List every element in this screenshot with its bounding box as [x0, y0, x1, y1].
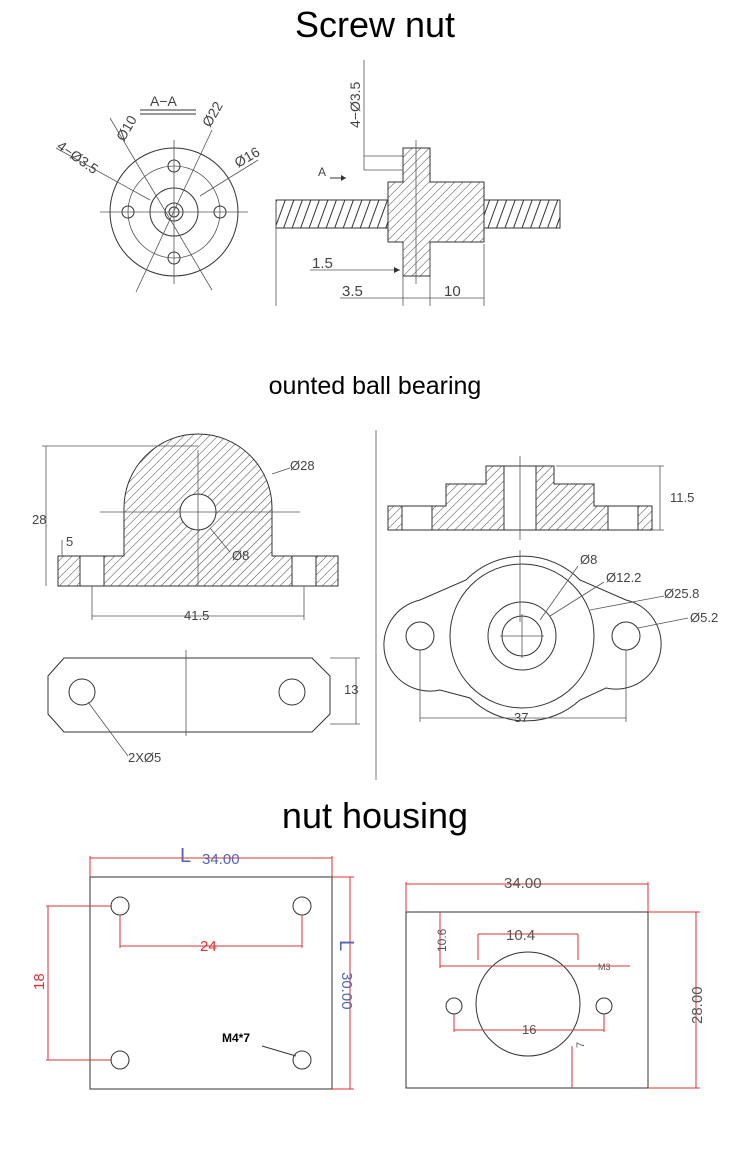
nut-housing-title: nut housing	[281, 795, 469, 836]
w34-label-b: 34.00	[504, 875, 542, 892]
bearing-title: ounted ball bearing	[268, 372, 482, 400]
h11-5-label: 11.5	[670, 490, 694, 505]
h30-label: 30.00	[338, 972, 355, 1010]
bearing-front-view: 28 5 Ø28 Ø8 41.5	[32, 433, 339, 623]
w41-5-label: 41.5	[184, 608, 209, 623]
w16-label: 16	[522, 1022, 536, 1037]
h28-label: 28	[32, 512, 46, 527]
h13-label: 13	[344, 682, 358, 697]
h28-label: 28.00	[689, 986, 706, 1024]
d25-8-label: Ø25.8	[664, 586, 699, 601]
bearing-d8-label: Ø8	[580, 552, 597, 567]
d22-label: Ø22	[199, 98, 226, 129]
h5-label: 5	[66, 534, 73, 549]
d5-2-label: Ø5.2	[690, 610, 718, 625]
dim-10: 10	[444, 283, 461, 300]
dim-3-5: 3.5	[342, 283, 363, 300]
h7-label: 7	[575, 1042, 587, 1048]
screw-nut-title: Screw nut	[294, 4, 456, 45]
nut-body	[387, 147, 485, 277]
bearing-flange-view: 37 Ø8 Ø12.2 Ø25.8 Ø5.2	[383, 550, 718, 725]
w37-label: 37	[514, 710, 528, 725]
dim-1-5: 1.5	[312, 255, 333, 272]
h10-6-label: 10.6	[435, 928, 449, 952]
h18-label: 18	[31, 973, 48, 990]
d10-label: Ø10	[113, 112, 140, 143]
w24-label: 24	[200, 938, 217, 955]
w10-4-label: 10.4	[506, 927, 535, 944]
nut-housing-left-view: L 34.00 24 18 L 30.00 M4*7	[31, 845, 357, 1090]
screw-nut-side-view: 4−Ø3.5 A 1.5 3.5 10	[275, 60, 561, 306]
arrow-label: A	[318, 165, 326, 179]
screw-label: M4*7	[222, 1031, 250, 1045]
d8-label: Ø8	[232, 548, 249, 563]
nut-housing-right-view: 34.00 10.4 10.6 M3 16 28.00 7	[405, 875, 706, 1089]
side-holes-label: 4−Ø3.5	[347, 81, 363, 128]
w34-label-a: 34.00	[202, 851, 240, 868]
svg-text:L: L	[335, 940, 357, 951]
bearing-base-outline	[47, 657, 331, 733]
screw-nut-front-view: A−A Ø10 Ø22 Ø16 4−Ø3.5	[54, 93, 263, 293]
bearing-top-view: 13 2XØ5	[47, 650, 360, 765]
d28-label: Ø28	[290, 458, 315, 473]
section-label: A−A	[150, 93, 178, 109]
bearing-side-view: 11.5	[387, 456, 694, 540]
m3-label: M3	[598, 962, 611, 972]
flange-outline	[383, 555, 662, 722]
holes-label: 4−Ø3.5	[54, 137, 101, 177]
holes-2x-label: 2XØ5	[128, 750, 161, 765]
svg-text:L: L	[180, 845, 191, 867]
d12-2-label: Ø12.2	[606, 570, 641, 585]
